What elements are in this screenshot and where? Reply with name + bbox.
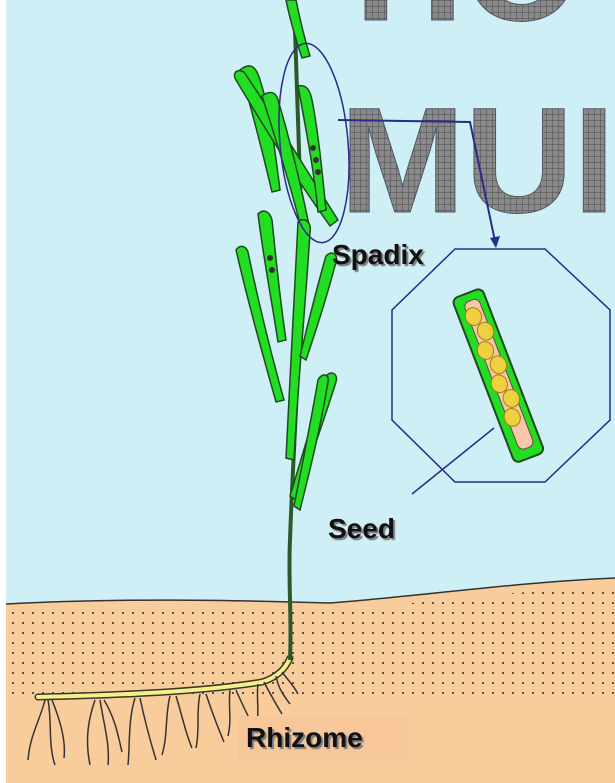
left-edge	[0, 0, 6, 783]
seed-label: Seed	[328, 513, 395, 545]
spadix-label: Spadix	[332, 239, 424, 271]
title-line1: HO	[355, 0, 580, 52]
rhizome-label: Rhizome	[238, 716, 408, 760]
